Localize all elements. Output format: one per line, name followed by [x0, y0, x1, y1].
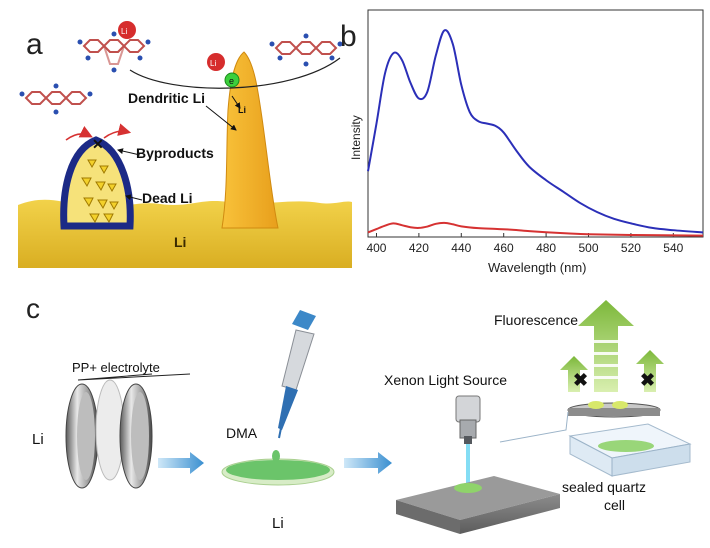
x-tick-label: 460 [494, 241, 514, 255]
reaction-curve [129, 57, 341, 89]
dendrite-tip-label: Li [238, 105, 246, 115]
dma-label: DMA [226, 425, 258, 441]
li-ion-icon [207, 53, 225, 71]
droplet-icon [272, 450, 280, 462]
x-tick-label: 440 [451, 241, 471, 255]
x-tick-label: 540 [663, 241, 683, 255]
series-line-red [367, 221, 704, 237]
molecule-icon [269, 33, 343, 67]
li-disc-surface [226, 460, 330, 480]
x-tick-label: 400 [366, 241, 386, 255]
panel-a: a Li [18, 21, 352, 268]
electron-label: e [229, 76, 234, 86]
panel-b: b 400 420 440 460 480 500 520 540 Intensity Wav… [340, 9, 704, 275]
li-ion-icon [118, 21, 136, 39]
process-arrow-icon [158, 452, 204, 474]
li-ion-label: Li [121, 27, 127, 36]
xenon-source-label: Xenon Light Source [384, 372, 507, 388]
panel-b-letter: b [340, 20, 357, 53]
quartz-cell-label-line2: cell [604, 497, 625, 513]
xenon-lamp-icon [455, 395, 481, 486]
dead-li-label: Dead Li [142, 190, 193, 206]
leader-line [77, 373, 191, 381]
x-axis-ticks: 400 420 440 460 480 500 520 540 [366, 233, 684, 255]
red-arrow-icon [103, 123, 132, 139]
leader-line [125, 194, 143, 201]
leader-line [205, 105, 237, 131]
fluorescence-label: Fluorescence [494, 312, 578, 328]
x-tick-label: 500 [578, 241, 598, 255]
x-axis-label: Wavelength (nm) [488, 260, 587, 275]
sample-stage [396, 476, 560, 534]
li-substrate-label: Li [174, 234, 186, 250]
li-electrode-label: Li [32, 431, 44, 448]
red-arrow-icon [65, 125, 93, 141]
blocked-cross-icon: ✖ [573, 370, 588, 390]
coin-cell-stack [65, 379, 153, 489]
leader-line [231, 95, 241, 109]
quartz-cell-label: sealed quartz [562, 479, 646, 495]
leader-line [499, 411, 569, 443]
panel-c: c PP+ electrolyte Li DMA Li Xenon Light … [26, 293, 692, 534]
dendritic-li-label: Dendritic Li [128, 90, 205, 106]
byproducts-label: Byproducts [136, 145, 214, 161]
process-arrow-icon [344, 452, 392, 474]
series-line-blue [367, 29, 704, 234]
x-tick-label: 520 [621, 241, 641, 255]
quartz-cell-icon [567, 401, 692, 477]
electrolyte-label: PP+ electrolyte [72, 360, 160, 375]
pipette-icon [278, 310, 316, 439]
y-axis-label: Intensity [349, 115, 363, 160]
plot-frame [367, 9, 704, 238]
x-tick-label: 420 [409, 241, 429, 255]
panel-a-letter: a [26, 28, 43, 61]
series-layer [367, 29, 704, 237]
leader-line [117, 148, 141, 156]
x-tick-label: 480 [536, 241, 556, 255]
panel-c-letter: c [26, 293, 40, 324]
dendritic-li [221, 51, 279, 229]
li-ion-label: Li [210, 59, 216, 68]
molecule-icon [77, 31, 151, 73]
blocked-cross-icon: ✕ [92, 136, 104, 152]
dead-li-particles [81, 159, 119, 224]
fluorescence-arrow-icon [560, 300, 664, 392]
molecule-icon [19, 83, 93, 115]
electron-icon [224, 72, 240, 88]
li-disc-label: Li [272, 515, 284, 532]
blocked-cross-icon: ✖ [640, 370, 655, 390]
